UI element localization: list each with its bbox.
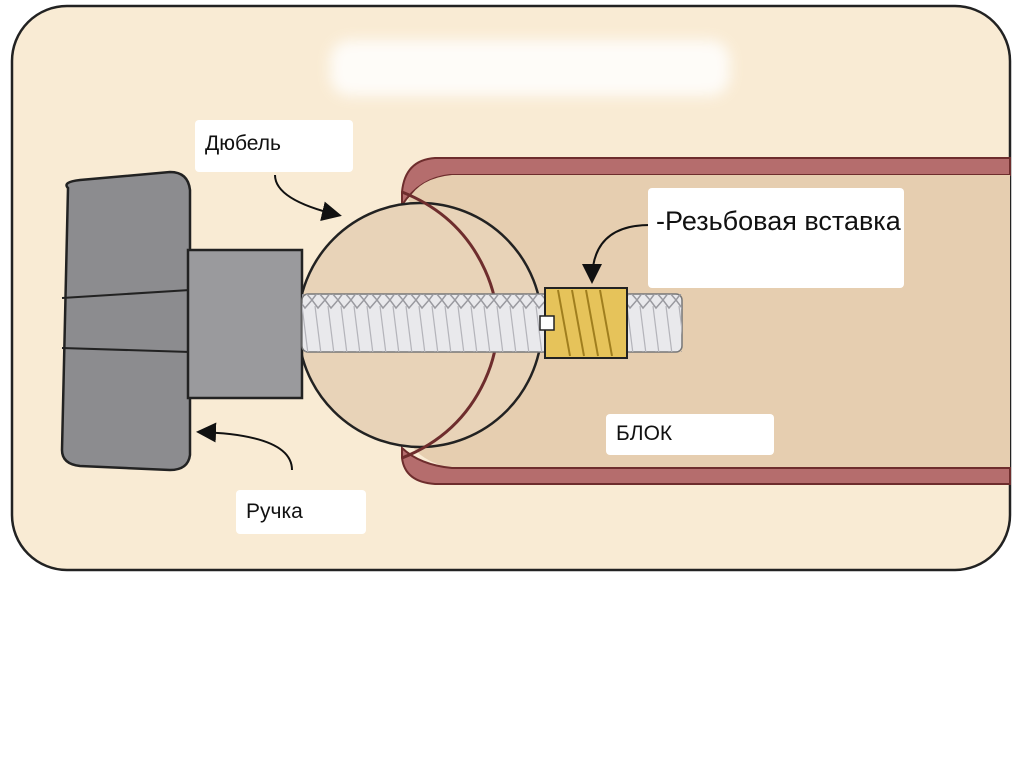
arrow-insert [582, 224, 651, 284]
insert-threads [557, 289, 613, 357]
label-threaded-insert: -Резьбовая вставка [648, 188, 904, 288]
insert-slot [539, 315, 555, 331]
arrow-handle [196, 422, 293, 471]
blurred-title [330, 40, 730, 96]
handle-groove-bottom [61, 347, 191, 353]
label-handle: Ручка [236, 490, 366, 534]
label-block: БЛОК [606, 414, 774, 455]
threaded-insert [544, 287, 628, 359]
label-dowel: Дюбель [195, 120, 353, 172]
handle-hub [186, 248, 304, 400]
handle-knob [60, 170, 192, 472]
arrow-dowel [274, 174, 342, 222]
handle-groove-top [61, 289, 191, 299]
